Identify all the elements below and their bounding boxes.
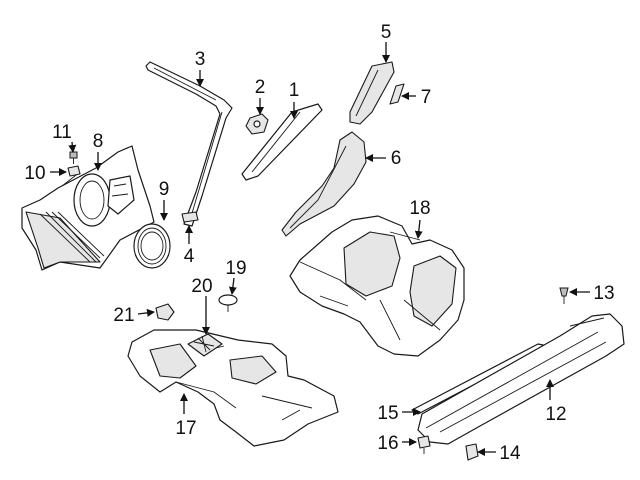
clip-4 xyxy=(181,211,199,223)
leader-18 xyxy=(414,219,423,239)
plug-19 xyxy=(218,294,238,312)
leader-19 xyxy=(228,277,237,295)
callout-7: 7 xyxy=(421,87,432,108)
callout-6: 6 xyxy=(391,148,402,169)
clip-10 xyxy=(67,165,81,177)
callout-leaders xyxy=(50,42,590,456)
callout-16: 16 xyxy=(377,433,398,454)
callout-4: 4 xyxy=(184,246,195,267)
callout-14: 14 xyxy=(499,443,521,464)
callout-21: 21 xyxy=(113,305,134,326)
callout-1: 1 xyxy=(289,80,300,101)
callout-18: 18 xyxy=(409,198,430,219)
pillar-seal xyxy=(145,61,233,227)
b-pillar-upper-trim xyxy=(349,61,395,125)
callout-17: 17 xyxy=(175,418,196,439)
callout-10: 10 xyxy=(24,163,45,184)
callout-15: 15 xyxy=(377,403,398,424)
speaker-ring xyxy=(133,223,171,269)
callout-2: 2 xyxy=(255,77,266,98)
callout-3: 3 xyxy=(195,49,206,70)
heel-pad xyxy=(187,333,223,357)
bracket-2 xyxy=(245,113,269,135)
leader-11 xyxy=(68,141,77,153)
callout-5: 5 xyxy=(381,22,392,43)
screw-11 xyxy=(69,151,78,164)
callout-20: 20 xyxy=(191,276,212,297)
rocker-sill-plate xyxy=(417,313,625,445)
rear-floor-carpet xyxy=(289,215,465,357)
callout-8: 8 xyxy=(93,131,104,152)
fastener-16 xyxy=(417,435,431,454)
callout-labels: 1 2 3 4 5 6 7 8 9 10 11 12 13 14 15 16 1… xyxy=(24,22,614,464)
clip-14 xyxy=(465,443,479,461)
leader-21 xyxy=(137,308,155,317)
b-pillar-lower-trim xyxy=(281,131,367,237)
a-pillar-trim xyxy=(241,103,323,181)
callout-13: 13 xyxy=(593,283,614,304)
front-floor-carpet xyxy=(127,329,339,447)
callout-9: 9 xyxy=(159,179,170,200)
fastener-21 xyxy=(155,303,175,321)
quarter-trim-panel xyxy=(21,145,155,271)
callout-12: 12 xyxy=(545,404,566,425)
callout-19: 19 xyxy=(225,258,246,279)
callout-11: 11 xyxy=(52,122,72,143)
fastener-13 xyxy=(559,287,569,304)
trim-strip-7 xyxy=(389,83,405,105)
